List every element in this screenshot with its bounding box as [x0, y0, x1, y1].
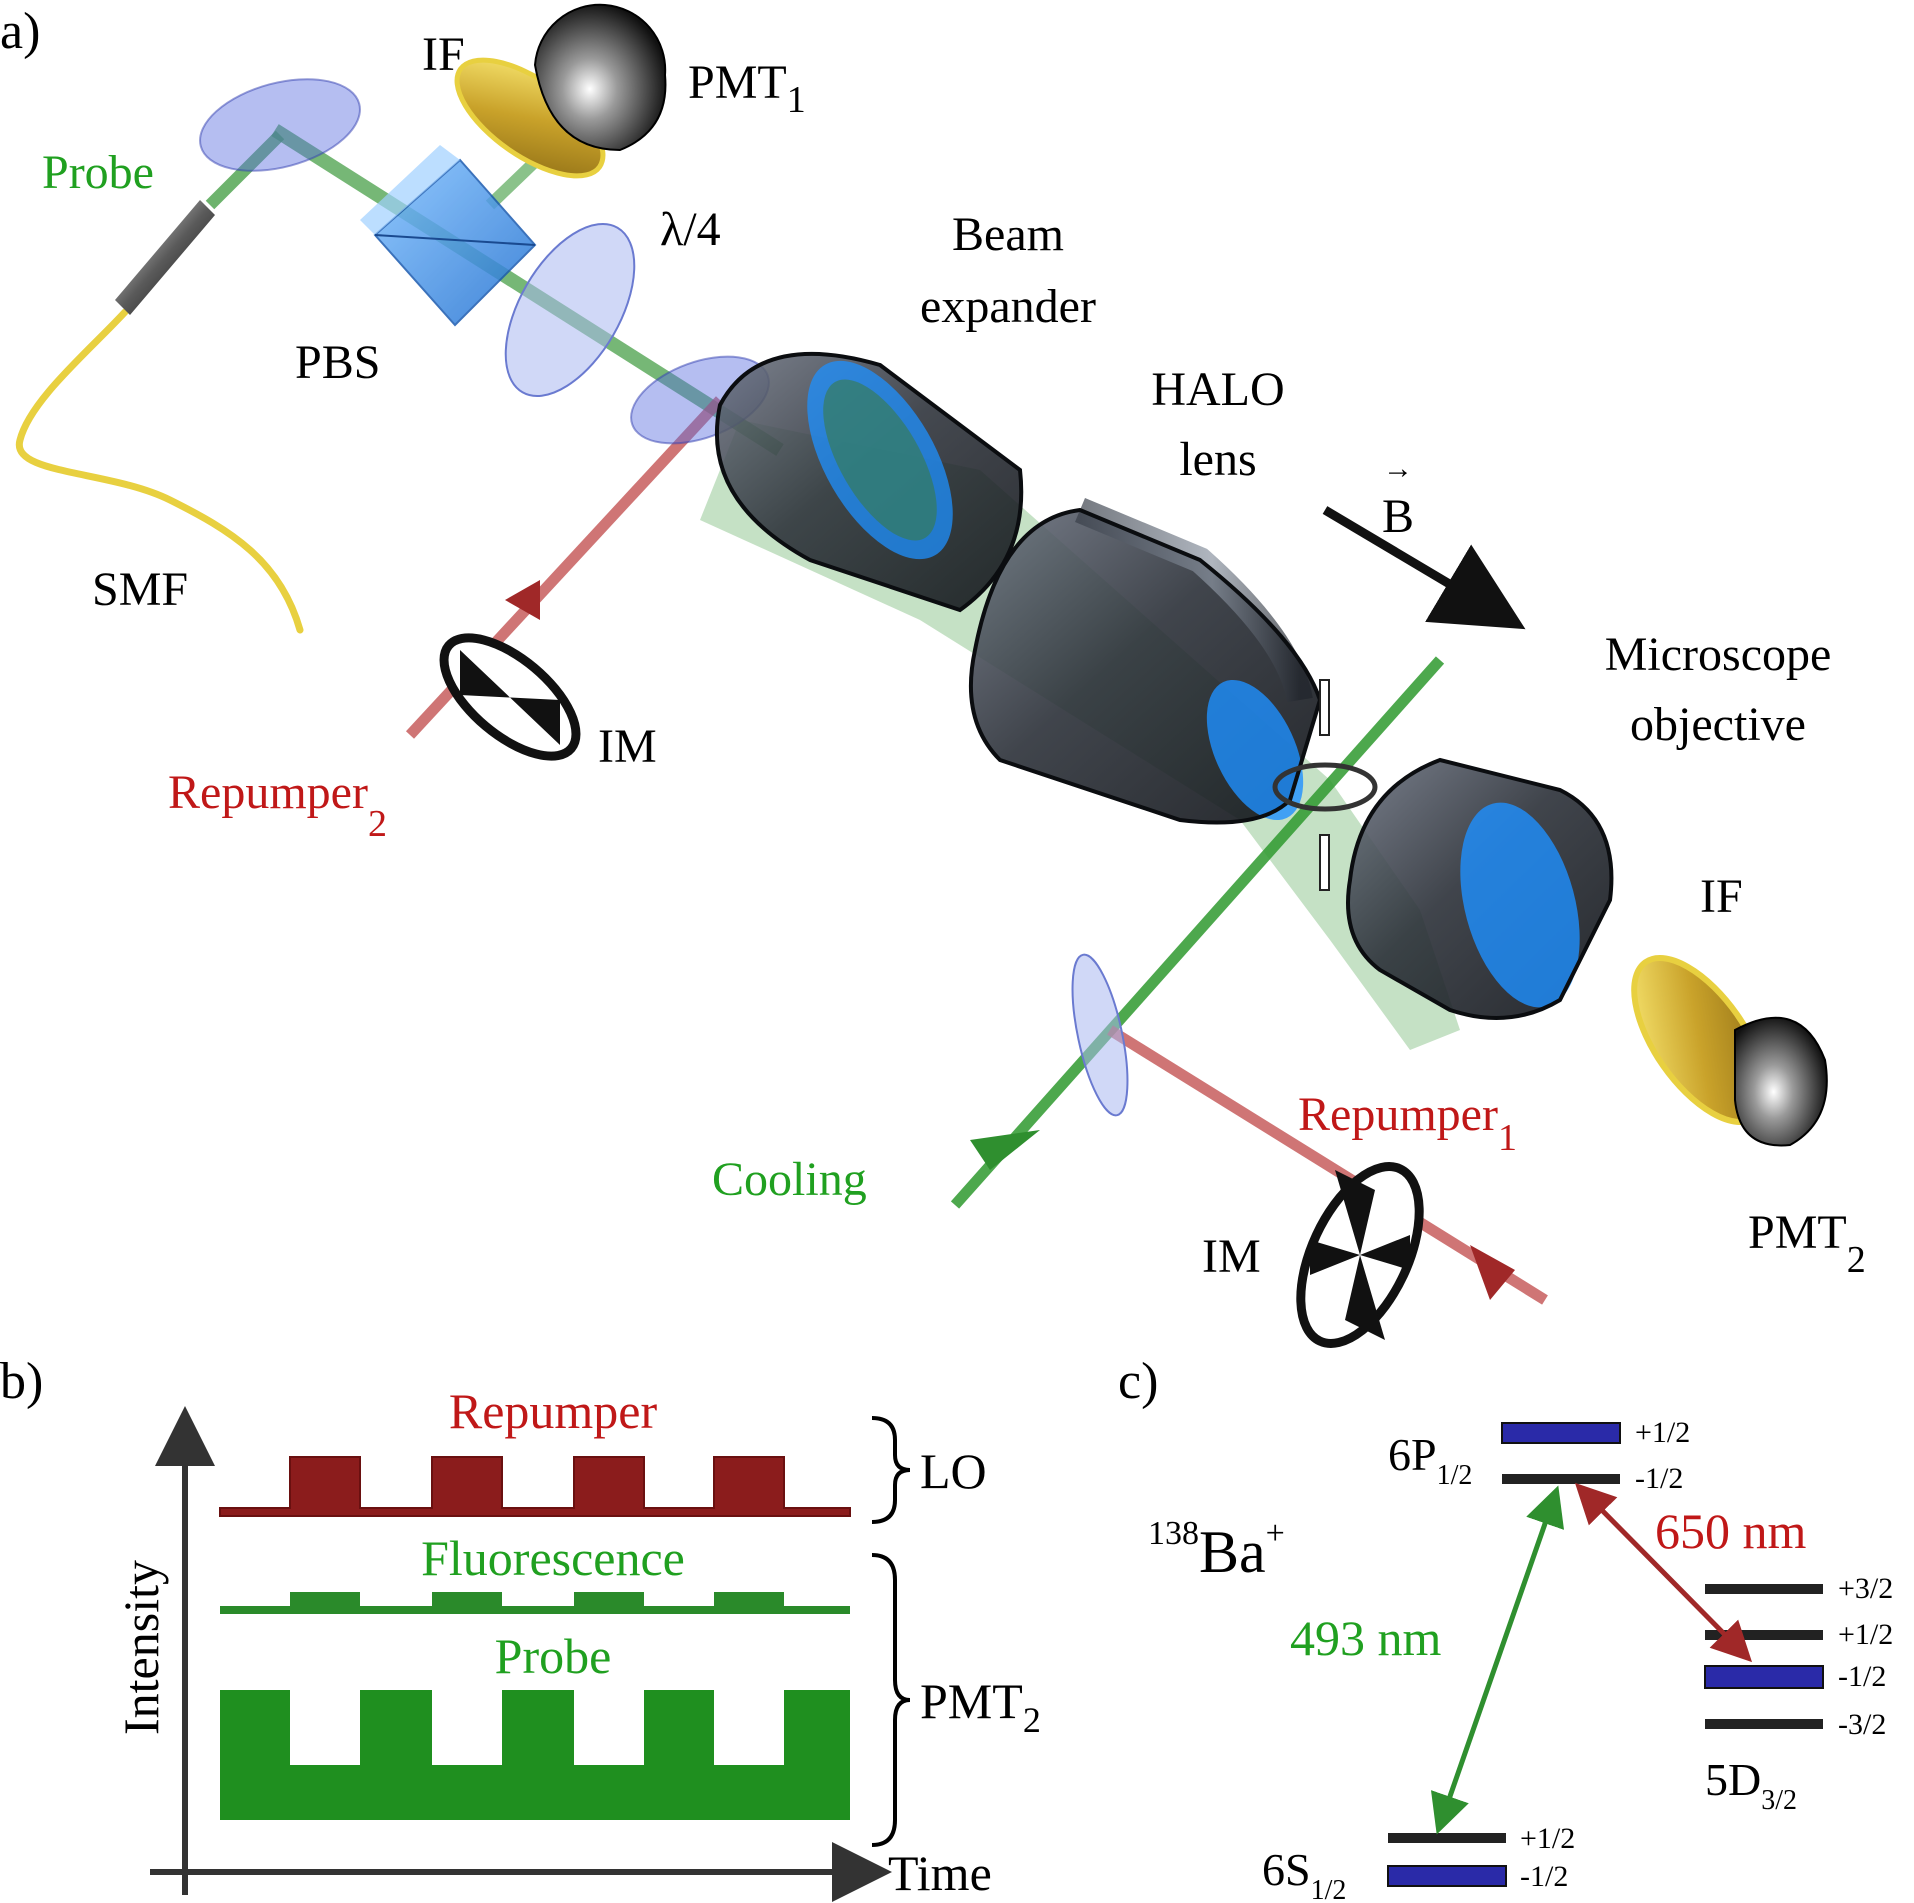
cooling-beam-arrow [970, 1130, 1040, 1170]
halo-label-line1: HALO [1151, 363, 1284, 416]
panel-c-label: c) [1118, 1353, 1158, 1410]
microscope-label-line1: Microscope [1605, 628, 1832, 681]
fluorescence-trace-label: Fluorescence [421, 1530, 685, 1586]
panel-b: b) Intensity Time Repumper Fluorescence … [0, 1353, 1041, 1902]
b-field-arrow [1322, 506, 1526, 630]
level-6s-plus [1388, 1833, 1506, 1843]
repumper-trace [219, 1456, 851, 1517]
beam-expander-label-line1: Beam [952, 208, 1064, 261]
level-5d-plus3 [1705, 1584, 1823, 1594]
beam-expander-label-line2: expander [920, 280, 1096, 333]
microscope-label-line2: objective [1630, 698, 1806, 751]
cooling-beam [950, 656, 1445, 1209]
pbs-label: PBS [295, 336, 380, 389]
level-6s-minus [1387, 1865, 1507, 1887]
microscope-objective [1346, 757, 1614, 1020]
trap-ring [1272, 762, 1378, 812]
panel-a-label: a) [0, 3, 40, 60]
halo-lens [968, 498, 1323, 825]
repumper2-label: Repumper2 [168, 766, 387, 845]
pmt2-brace-label: PMT2 [920, 1673, 1041, 1740]
repumper2-beam-arrow [505, 580, 540, 620]
level-5d-minus1 [1704, 1665, 1824, 1689]
panel-a: → a) Probe IF PMT1 λ/4 PBS Beam expander… [0, 3, 1866, 1348]
pmt1-dome [533, 3, 667, 152]
sublevel-5d-plus1: +1/2 [1838, 1618, 1893, 1651]
smf-label: SMF [92, 563, 188, 616]
level-6p-plus [1501, 1422, 1621, 1444]
pbs-cube [360, 145, 537, 327]
sublevel-5d-minus1: -1/2 [1838, 1660, 1886, 1693]
sublevel-5d-plus3: +3/2 [1838, 1572, 1893, 1605]
trap-electrode-upper [1319, 679, 1330, 736]
beam-expander [714, 351, 1024, 613]
panel-b-label: b) [0, 1353, 43, 1410]
d-state-label: 5D3/2 [1705, 1754, 1797, 1816]
if-top-label: IF [422, 28, 465, 81]
im-right-label: IM [1202, 1230, 1261, 1283]
level-5d-plus1 [1705, 1630, 1823, 1640]
repumper1-label: Repumper1 [1298, 1088, 1517, 1159]
probe-mirror [199, 78, 361, 172]
level-5d-minus3 [1705, 1719, 1823, 1729]
quarter-waveplate [504, 223, 636, 397]
x-axis-label: Time [888, 1845, 992, 1901]
lambda-quarter-label: λ/4 [660, 203, 721, 256]
wavelength-493: 493 nm [1290, 1610, 1442, 1666]
sublevel-6p-plus: +1/2 [1635, 1416, 1690, 1449]
lo-brace [871, 1416, 911, 1524]
pmt2-label: PMT2 [1748, 1206, 1866, 1281]
pmt1-label: PMT1 [688, 56, 806, 121]
p-state-label: 6P1/2 [1388, 1429, 1472, 1491]
probe-trace [220, 1690, 850, 1820]
pmt2-dome [1734, 1016, 1828, 1147]
intensity-modulator-right [1296, 1162, 1424, 1348]
probe-label: Probe [42, 146, 154, 199]
ion-label: 138Ba+ [1148, 1515, 1285, 1585]
fluorescence-trace [220, 1592, 850, 1614]
s-state-label: 6S1/2 [1262, 1844, 1346, 1903]
halo-label-line2: lens [1179, 433, 1256, 486]
intensity-modulator-left [439, 633, 581, 761]
repumper1-beam [1107, 1025, 1548, 1305]
y-axis-label: Intensity [113, 1560, 169, 1735]
repumper1-dichroic [1071, 953, 1129, 1117]
probe-trace-label: Probe [495, 1628, 612, 1684]
if-right-label: IF [1700, 870, 1743, 923]
trap-electrode-lower [1319, 834, 1330, 891]
level-6p-minus [1502, 1474, 1620, 1484]
sublevel-6p-minus: -1/2 [1635, 1462, 1683, 1495]
wavelength-650: 650 nm [1655, 1503, 1807, 1559]
sublevel-6s-minus: -1/2 [1520, 1860, 1568, 1893]
sublevel-5d-minus3: -3/2 [1838, 1708, 1886, 1741]
sublevel-6s-plus: +1/2 [1520, 1822, 1575, 1855]
b-field-vector-arrow: → [1383, 452, 1413, 485]
panel-c: c) 138Ba+ +1/2 -1/2 6P1/2 +1/2 -1/2 6S1/… [1118, 1353, 1893, 1903]
lo-label: LO [920, 1443, 987, 1499]
transition-493nm [1430, 1485, 1565, 1835]
fiber-connector [115, 200, 215, 315]
im-left-label: IM [598, 720, 657, 773]
repumper1-beam-arrow [1470, 1245, 1515, 1300]
b-field-label: B [1382, 490, 1414, 543]
repumper-trace-label: Repumper [449, 1383, 658, 1439]
cooling-label: Cooling [712, 1153, 867, 1206]
pmt2-brace [871, 1553, 911, 1847]
single-mode-fiber [15, 308, 304, 634]
transition-650nm [1574, 1482, 1753, 1663]
